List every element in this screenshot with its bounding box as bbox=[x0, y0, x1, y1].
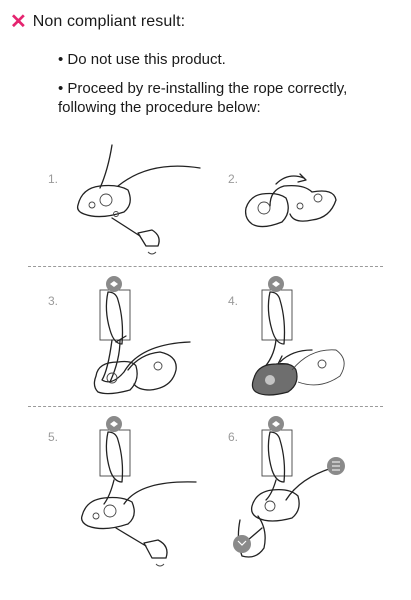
cross-icon: ✕ bbox=[10, 11, 27, 33]
step-6-illustration bbox=[233, 416, 345, 558]
divider bbox=[28, 406, 383, 407]
belay-device-icon bbox=[80, 496, 135, 530]
divider bbox=[28, 266, 383, 267]
screwdriver-icon bbox=[111, 217, 141, 237]
belay-device-icon bbox=[93, 360, 138, 395]
header-title: Non compliant result: bbox=[32, 13, 186, 30]
step-number-5: 5. bbox=[48, 430, 59, 444]
step-number-3: 3. bbox=[48, 294, 59, 308]
instructions: • Do not use this product. • Proceed by … bbox=[58, 50, 403, 127]
anchor-icon bbox=[99, 429, 131, 477]
carabiner-icon bbox=[267, 291, 286, 345]
carabiner-icon bbox=[267, 431, 286, 483]
step-1-illustration bbox=[76, 144, 201, 255]
step-5-illustration bbox=[80, 416, 197, 567]
step-4-illustration bbox=[251, 276, 345, 396]
rope-icon bbox=[99, 144, 113, 189]
step-2-illustration bbox=[244, 173, 337, 228]
step-number-1: 1. bbox=[48, 172, 59, 186]
anchor-icon bbox=[261, 289, 293, 341]
step-3-illustration bbox=[93, 276, 191, 395]
carabiner-icon bbox=[105, 291, 124, 345]
anchor-icon bbox=[99, 289, 131, 341]
step-number-6: 6. bbox=[228, 430, 239, 444]
anchor-icon bbox=[261, 429, 293, 477]
bullet-reinstall-rope: • Proceed by re-installing the rope corr… bbox=[58, 80, 348, 116]
belay-device-icon bbox=[250, 488, 300, 522]
non-compliant-header: ✕ Non compliant result: bbox=[10, 12, 185, 32]
belay-device-icon bbox=[76, 184, 131, 218]
step-number-4: 4. bbox=[228, 294, 239, 308]
belay-device-icon bbox=[244, 192, 289, 228]
bullet-do-not-use: • Do not use this product. bbox=[58, 51, 226, 68]
step-number-2: 2. bbox=[228, 172, 239, 186]
screwdriver-icon bbox=[115, 527, 147, 547]
carabiner-icon bbox=[105, 431, 124, 483]
